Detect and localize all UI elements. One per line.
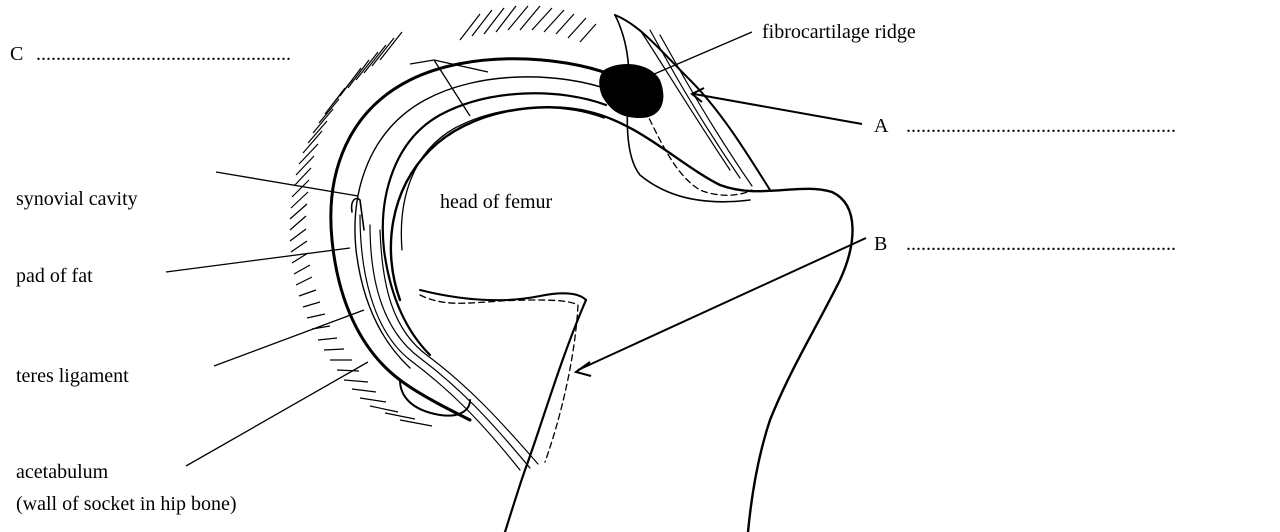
label-teres-ligament: teres ligament — [16, 365, 129, 387]
leader-teres-ligament — [214, 310, 364, 366]
bone-outlines — [331, 15, 853, 532]
label-acetabulum-note: (wall of socket in hip bone) — [16, 493, 237, 515]
arrow-b — [578, 238, 866, 370]
label-pad-of-fat: pad of fat — [16, 265, 93, 287]
fibrocartilage-ridge-shape — [599, 64, 663, 118]
prompt-c-letter: C — [10, 43, 23, 65]
prompt-b-blank[interactable]: ........................................… — [906, 233, 1176, 255]
leader-acetabulum — [186, 362, 368, 466]
label-acetabulum: acetabulum — [16, 461, 109, 483]
leader-fibrocartilage — [645, 32, 752, 78]
label-synovial-cavity: synovial cavity — [16, 188, 138, 210]
label-head-of-femur: head of femur — [440, 191, 553, 213]
prompt-a-blank[interactable]: ........................................… — [906, 115, 1176, 137]
arrow-a — [694, 94, 862, 124]
label-fibrocartilage-ridge: fibrocartilage ridge — [762, 21, 916, 43]
answer-arrows — [576, 88, 866, 376]
leader-c-top — [410, 60, 434, 64]
leader-c-inner — [434, 60, 470, 116]
leader-pad-of-fat — [166, 248, 350, 272]
prompt-c-blank[interactable]: ........................................… — [36, 43, 291, 65]
prompt-b-letter: B — [874, 233, 887, 255]
prompt-a-letter: A — [874, 115, 889, 137]
